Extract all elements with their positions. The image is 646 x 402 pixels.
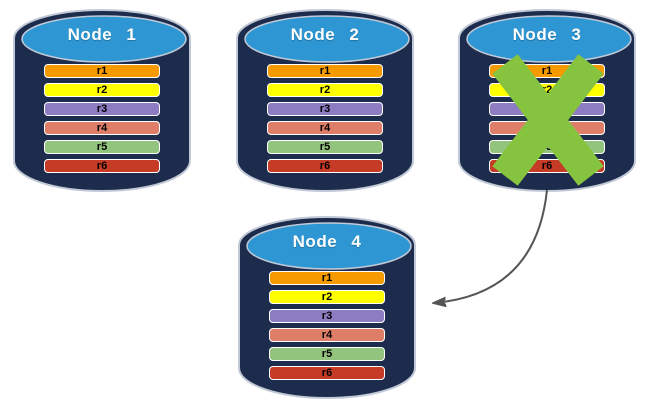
partition-list: r1 r2 r3 r4 r5 r6: [269, 271, 385, 380]
node-title: Node 2: [290, 25, 360, 44]
partition-row: r5: [44, 140, 160, 154]
partition-row: r6: [269, 366, 385, 380]
failure-x-icon: [492, 54, 604, 186]
node-title: Node 1: [67, 25, 137, 44]
partition-row: r2: [44, 83, 160, 97]
partition-row: r5: [267, 140, 383, 154]
partition-row: r1: [269, 271, 385, 285]
database-node-3: Node 3 r1 r2 r3 r4 r5 r6: [455, 4, 639, 194]
partition-row: r2: [269, 290, 385, 304]
partition-row: r5: [269, 347, 385, 361]
node-title: Node 3: [512, 25, 582, 44]
database-node-1: Node 1 r1 r2 r3 r4 r5 r6: [10, 4, 194, 194]
partition-row: r1: [44, 64, 160, 78]
database-node-4: Node 4 r1 r2 r3 r4 r5 r6: [235, 211, 419, 401]
partition-row: r3: [44, 102, 160, 116]
node-title: Node 4: [292, 232, 362, 251]
partition-row: r3: [267, 102, 383, 116]
partition-row: r2: [267, 83, 383, 97]
partition-row: r4: [267, 121, 383, 135]
database-node-2: Node 2 r1 r2 r3 r4 r5 r6: [233, 4, 417, 194]
partition-row: r3: [269, 309, 385, 323]
partition-row: r6: [44, 159, 160, 173]
partition-row: r1: [267, 64, 383, 78]
partition-row: r4: [44, 121, 160, 135]
partition-list: r1 r2 r3 r4 r5 r6: [267, 64, 383, 173]
partition-list: r1 r2 r3 r4 r5 r6: [44, 64, 160, 173]
partition-row: r4: [269, 328, 385, 342]
partition-row: r6: [267, 159, 383, 173]
